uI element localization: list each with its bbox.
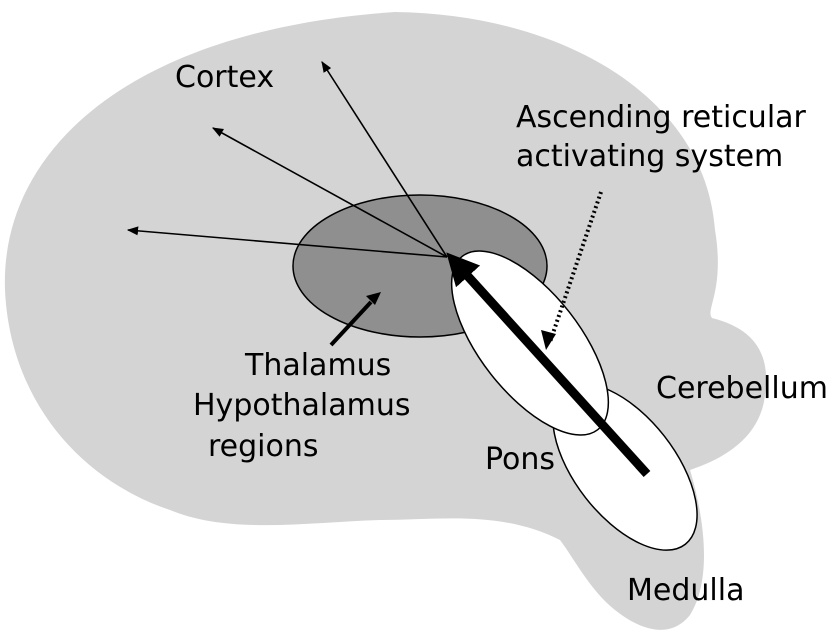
label-thalamus: Thalamus [244,348,391,383]
label-aras-line1: Ascending reticular [516,100,807,135]
label-medulla: Medulla [627,573,744,608]
label-regions: regions [208,429,319,464]
label-hypothalamus: Hypothalamus [193,388,410,423]
label-cerebellum: Cerebellum [656,371,828,406]
label-cortex: Cortex [175,60,274,95]
label-aras-line2: activating system [516,139,783,174]
label-pons: Pons [485,442,555,477]
